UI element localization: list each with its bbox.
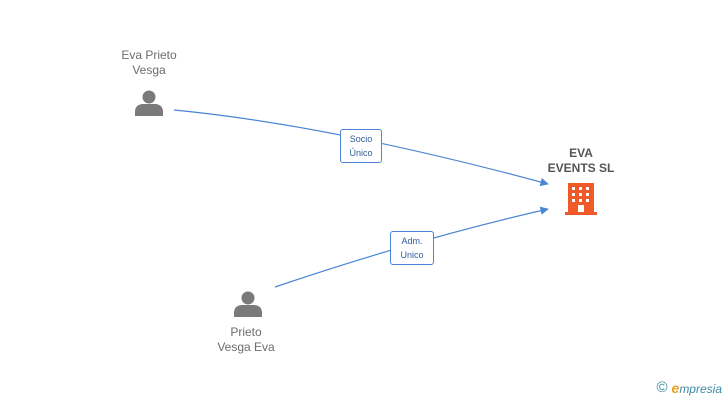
node-label-company[interactable]: EVA EVENTS SL [547,146,615,175]
building-icon[interactable] [565,183,597,215]
person-icon[interactable] [234,291,262,318]
edge-label-adm-unico: Adm. Unico [390,231,434,265]
edge-label-socio-unico: Socio Único [340,129,382,163]
brand-logo[interactable]: © empresia [656,379,722,396]
copyright-icon: © [656,379,668,396]
brand-name: mpresia [679,381,722,396]
person-icon[interactable] [135,90,163,117]
node-label-person2[interactable]: Prieto Vesga Eva [217,325,275,354]
brand-initial: e [671,379,680,396]
node-label-person1[interactable]: Eva Prieto Vesga [121,48,177,77]
